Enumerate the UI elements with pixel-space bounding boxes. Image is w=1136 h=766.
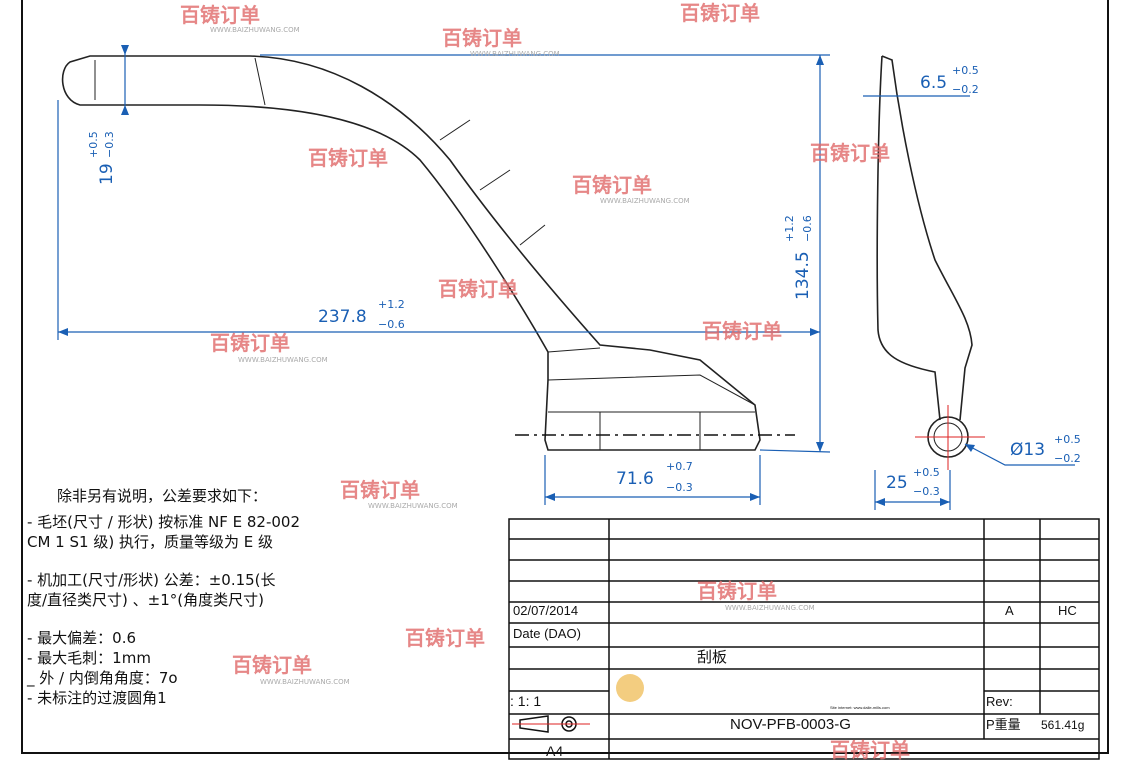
svg-text:WWW.BAIZHUWANG.COM: WWW.BAIZHUWANG.COM — [260, 678, 350, 686]
svg-text:6.5: 6.5 — [920, 73, 947, 93]
svg-text:百铸订单: 百铸订单 — [180, 3, 260, 27]
date-label: Date (DAO) — [513, 626, 581, 641]
svg-text:百铸订单: 百铸订单 — [405, 626, 485, 650]
dim-237-8: 237.8 +1.2 −0.6 — [318, 298, 405, 331]
note-line: - 最大毛刺：1mm — [27, 649, 151, 667]
rev-label: Rev: — [986, 694, 1013, 709]
svg-text:百铸订单: 百铸订单 — [340, 478, 420, 502]
svg-text:−0.3: −0.3 — [913, 485, 940, 498]
dim-6-5: 6.5 +0.5 −0.2 — [920, 64, 979, 96]
svg-text:+0.5: +0.5 — [1054, 433, 1081, 446]
note-line: 度/直径类尺寸) 、±1°(角度类尺寸) — [27, 591, 264, 609]
tolerance-notes: 除非另有说明，公差要求如下： - 毛坯(尺寸 / 形状) 按标准 NF E 82… — [27, 486, 300, 708]
svg-text:WWW.BAIZHUWANG.COM: WWW.BAIZHUWANG.COM — [470, 50, 560, 58]
svg-text:134.5: 134.5 — [793, 251, 813, 300]
date: 02/07/2014 — [513, 603, 578, 618]
part-end-view — [876, 55, 973, 458]
drawing-frame — [21, 0, 1109, 754]
svg-text:+0.5: +0.5 — [952, 64, 979, 77]
svg-text:+1.2: +1.2 — [378, 298, 405, 311]
svg-text:+0.5: +0.5 — [87, 131, 100, 158]
svg-text:百铸订单: 百铸订单 — [702, 319, 782, 343]
svg-text:百铸订单: 百铸订单 — [830, 738, 910, 762]
dim-134-5: 134.5 +1.2 −0.6 — [783, 215, 814, 300]
dim-25: 25 +0.5 −0.3 — [886, 466, 940, 498]
svg-text:百铸订单: 百铸订单 — [308, 146, 388, 170]
site-text: Site internet: www.dalle-mills.com — [830, 705, 890, 710]
svg-text:−0.2: −0.2 — [952, 83, 979, 96]
svg-text:百铸订单: 百铸订单 — [232, 653, 312, 677]
dim-71-6: 71.6 +0.7 −0.3 — [616, 460, 693, 494]
svg-text:71.6: 71.6 — [616, 469, 654, 489]
svg-text:−0.2: −0.2 — [1054, 452, 1081, 465]
svg-text:+0.5: +0.5 — [913, 466, 940, 479]
part-name: 刮板 — [697, 648, 727, 666]
scale: : 1: 1 — [510, 693, 541, 709]
svg-text:−0.6: −0.6 — [378, 318, 405, 331]
weight-label: P重量 — [986, 717, 1021, 732]
weight: 561.41g — [1041, 718, 1084, 732]
svg-text:百铸订单: 百铸订单 — [680, 1, 760, 25]
note-line: _ 外 / 内倒角角度：7o — [27, 669, 178, 687]
author: HC — [1058, 603, 1077, 618]
rev-letter: A — [1005, 603, 1014, 618]
company-logo — [616, 674, 644, 702]
dimension-lines — [57, 45, 1075, 510]
svg-text:25: 25 — [886, 473, 908, 493]
svg-text:百铸订单: 百铸订单 — [572, 173, 652, 197]
note-line: CM 1 S1 级) 执行，质量等级为 E 级 — [27, 533, 273, 551]
svg-text:百铸订单: 百铸订单 — [810, 141, 890, 165]
svg-text:百铸订单: 百铸订单 — [697, 579, 777, 603]
part-side-view — [61, 55, 761, 451]
notes-title: 除非另有说明，公差要求如下： — [57, 487, 268, 505]
note-line: - 毛坯(尺寸 / 形状) 按标准 NF E 82-002 — [27, 513, 301, 531]
svg-text:+1.2: +1.2 — [783, 215, 796, 242]
title-block-text: 02/07/2014 Date (DAO) A HC 刮板 : 1: 1 Rev… — [510, 603, 1084, 759]
note-line: - 最大偏差：0.6 — [27, 629, 137, 647]
dim-diameter-13: Ø13 +0.5 −0.2 — [1010, 433, 1081, 465]
svg-text:WWW.BAIZHUWANG.COM: WWW.BAIZHUWANG.COM — [368, 502, 458, 510]
dim-19: 19 +0.5 −0.3 — [87, 131, 117, 185]
drawing-number: NOV-PFB-0003-G — [730, 716, 851, 733]
title-block — [508, 518, 1100, 760]
note-line: - 机加工(尺寸/形状) 公差：±0.15(长 — [27, 571, 276, 589]
svg-text:WWW.BAIZHUWANG.COM: WWW.BAIZHUWANG.COM — [210, 26, 300, 34]
dimension-arrows — [58, 45, 975, 506]
watermarks: 百铸订单 百铸订单 百铸订单 百铸订单 百铸订单 百铸订单 百铸订单 百铸订单 … — [180, 1, 910, 762]
svg-text:WWW.BAIZHUWANG.COM: WWW.BAIZHUWANG.COM — [725, 604, 815, 612]
svg-text:−0.6: −0.6 — [801, 215, 814, 242]
svg-text:237.8: 237.8 — [318, 307, 367, 327]
svg-text:WWW.BAIZHUWANG.COM: WWW.BAIZHUWANG.COM — [600, 197, 690, 205]
svg-text:百铸订单: 百铸订单 — [442, 26, 522, 50]
svg-text:−0.3: −0.3 — [666, 481, 693, 494]
svg-text:百铸订单: 百铸订单 — [438, 277, 518, 301]
svg-text:19: 19 — [97, 163, 117, 185]
projection-symbol-icon — [512, 715, 590, 733]
svg-text:百铸订单: 百铸订单 — [210, 331, 290, 355]
svg-text:WWW.BAIZHUWANG.COM: WWW.BAIZHUWANG.COM — [238, 356, 328, 364]
svg-text:−0.3: −0.3 — [103, 131, 116, 158]
svg-text:Ø13: Ø13 — [1010, 440, 1045, 460]
note-line: - 未标注的过渡圆角1 — [27, 689, 167, 707]
paper-size: A4 — [546, 743, 563, 759]
svg-text:+0.7: +0.7 — [666, 460, 693, 473]
